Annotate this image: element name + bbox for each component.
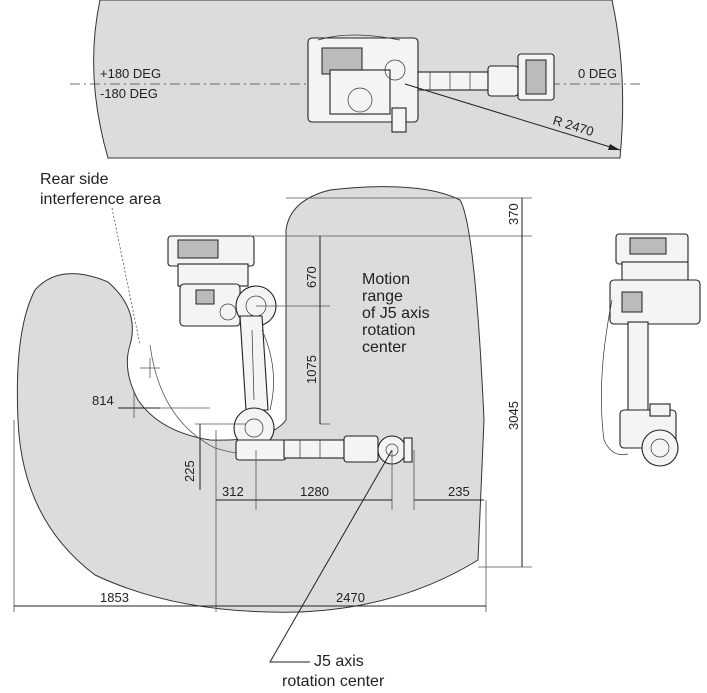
front-view-robot xyxy=(600,233,701,467)
rear-center-mark xyxy=(140,358,160,378)
top-view: +180 DEG -180 DEG 0 DEG R 2470 xyxy=(70,0,640,159)
j5-label-line2: rotation center xyxy=(282,673,385,690)
motion-range-label-2: range xyxy=(362,288,403,305)
dim-312: 312 xyxy=(222,484,244,499)
dim-1280: 1280 xyxy=(300,484,329,499)
j5-label-line1: J5 axis xyxy=(314,653,364,670)
rear-area-label-line2: interference area xyxy=(40,191,161,208)
motion-range-label-4: rotation xyxy=(362,322,415,339)
side-view: Rear side interference area xyxy=(13,171,532,690)
angle-minus-label: -180 DEG xyxy=(100,86,158,101)
dim-670: 670 xyxy=(304,266,319,288)
dim-2470: 2470 xyxy=(336,590,365,605)
dim-1853: 1853 xyxy=(100,590,129,605)
dim-225: 225 xyxy=(182,460,197,482)
rear-area-label-line1: Rear side xyxy=(40,171,109,188)
rear-area-leader xyxy=(111,207,141,346)
dimension-lines xyxy=(13,197,532,612)
dim-370: 370 xyxy=(506,203,521,225)
motion-range-label-3: of J5 axis xyxy=(362,305,430,322)
motion-range-label-5: center xyxy=(362,339,407,356)
motion-range-label-1: Motion xyxy=(362,271,410,288)
j5-leader-line xyxy=(269,449,393,663)
angle-zero-label: 0 DEG xyxy=(578,66,617,81)
dim-1075: 1075 xyxy=(304,355,319,384)
dim-814: 814 xyxy=(92,393,114,408)
dim-235: 235 xyxy=(448,484,470,499)
top-view-robot xyxy=(307,34,555,133)
rear-interference-area xyxy=(16,186,485,613)
angle-plus-label: +180 DEG xyxy=(100,66,161,81)
dim-3045: 3045 xyxy=(506,401,521,430)
top-view-radius-line xyxy=(404,83,621,151)
